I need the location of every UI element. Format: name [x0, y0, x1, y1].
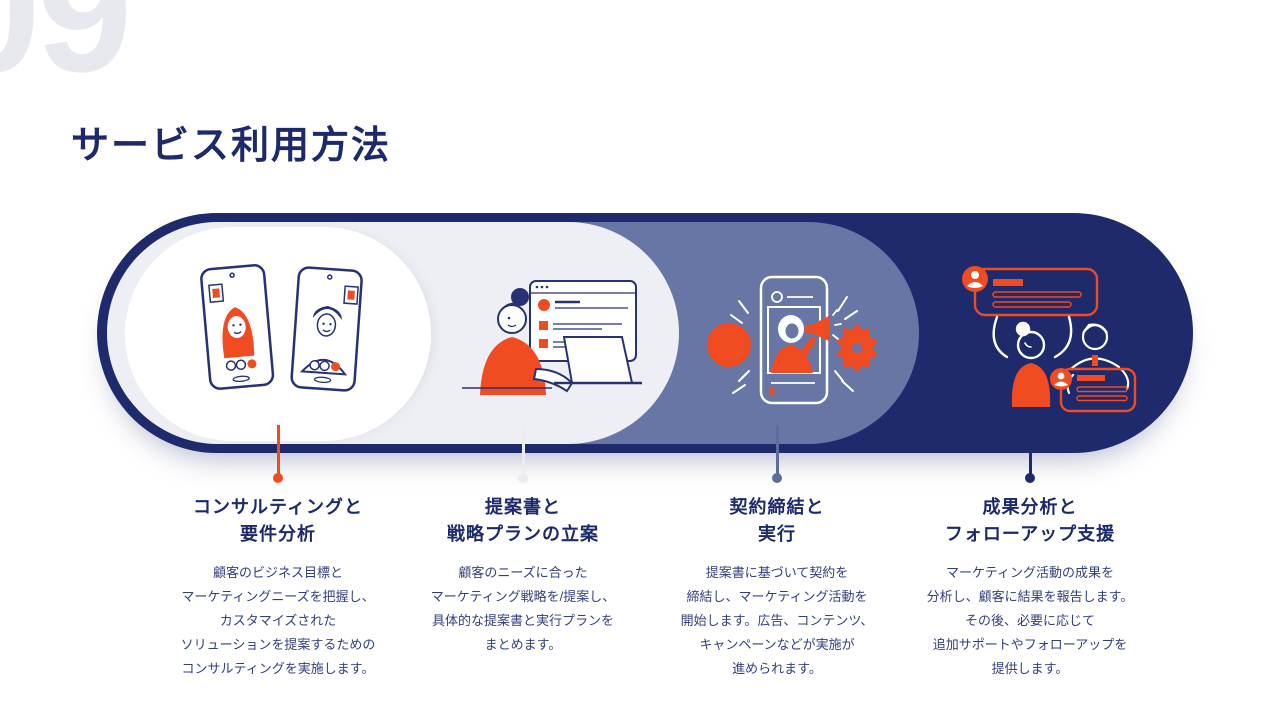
page-title: サービス利用方法 [71, 125, 392, 167]
step-3: 契約締結と 実行 提案書に基づいて契約を 締結し、マーケティング活動を 開始しま… [647, 494, 907, 681]
step-1-description: 顧客のビジネス目標と マーケティングニーズを把握し、 カスタマイズされた ソリュ… [180, 565, 376, 676]
step-3-description: 提案書に基づいて契約を 締結し、マーケティング活動を 開始します。広告、コンテン… [680, 565, 874, 676]
chat-bubble-bottom-icon [1050, 367, 1137, 413]
step-3-title: 契約締結と 実行 [729, 497, 825, 544]
person-left-top [1011, 363, 1051, 407]
tie [1092, 355, 1098, 366]
step-4-connector-line [1028, 425, 1032, 475]
orange-dot-icon [707, 323, 751, 367]
phone-right-icon [290, 266, 363, 392]
step-4-description: マーケティング活動の成果を 分析し、顧客に結果を報告します。 その後、必要に応じ… [926, 565, 1134, 676]
step-1-connector-line [276, 425, 280, 475]
announcer-icon [771, 309, 842, 373]
megaphone-ad-illustration [707, 275, 878, 405]
results-chat-illustration [962, 266, 1137, 413]
step-3-connector-dot [772, 473, 782, 483]
step-1-title: コンサルティングと 要件分析 [193, 497, 363, 544]
step-2-description: 顧客のニーズに合った マーケティング戦略を/提案し、 具体的な提案書と実行プラン… [430, 565, 616, 652]
step-4: 成果分析と フォローアップ支援 マーケティング活動の成果を 分析し、顧客に結果を… [900, 494, 1160, 681]
step-4-connector-dot [1025, 473, 1035, 483]
planning-laptop-illustration [462, 280, 642, 395]
step-2-connector-dot [518, 473, 528, 483]
step-3-connector-line [775, 425, 779, 475]
pill-segment-white [125, 227, 431, 441]
phone-left-icon [200, 264, 275, 390]
laptop-icon [462, 336, 642, 389]
person-raising-bubble-icon [992, 315, 1073, 360]
step-4-title: 成果分析と フォローアップ支援 [944, 497, 1116, 544]
starburst-icon [836, 323, 878, 373]
ray-lines-icon [730, 296, 858, 394]
chat-bubble-top-icon [962, 266, 1099, 317]
video-call-illustration [200, 264, 363, 392]
step-2-connector-line [521, 425, 525, 475]
page-number-watermark: 09 [0, 0, 132, 108]
step-2-title: 提案書と 戦略プランの立案 [447, 497, 599, 544]
step-2: 提案書と 戦略プランの立案 顧客のニーズに合った マーケティング戦略を/提案し、… [393, 494, 653, 657]
process-pill [97, 213, 1193, 453]
step-1: コンサルティングと 要件分析 顧客のビジネス目標と マーケティングニーズを把握し… [148, 494, 408, 681]
woman-with-bun-icon [480, 288, 574, 395]
step-1-connector-dot [273, 473, 283, 483]
